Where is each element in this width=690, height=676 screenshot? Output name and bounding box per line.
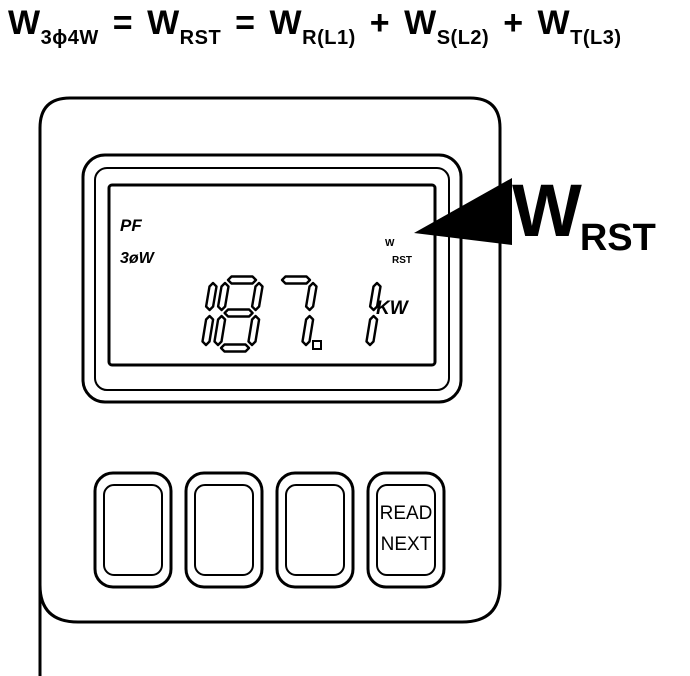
meter-body (38, 96, 502, 676)
decimal-point (312, 340, 322, 350)
display-bezel-outer (81, 153, 463, 404)
read-label: READ (379, 503, 433, 524)
unit-label: KW (376, 298, 408, 319)
mode-3phase-4wire-indicator: 3øW (120, 250, 154, 267)
digit-1-segment-c (201, 314, 215, 347)
seven-segment-reading (201, 275, 382, 353)
w-indicator-main: W (385, 238, 395, 249)
equals-sign-2: = (235, 4, 256, 42)
digit-2-segment-d (219, 343, 251, 353)
w-indicator-sub: RST (392, 255, 412, 266)
next-label: NEXT (380, 534, 432, 555)
digit-3-segment-c (301, 314, 315, 347)
pf-indicator: PF (120, 216, 142, 235)
callout-arrow (414, 178, 512, 245)
digit-2-segment-b (250, 281, 264, 312)
formula-term-s: WS(L2) (404, 4, 490, 49)
display-bezel-inner (94, 167, 450, 391)
digit-2-segment-a (226, 275, 258, 285)
digit-2-segment-g (223, 308, 254, 318)
blank-button-2[interactable] (184, 471, 264, 589)
formula-mid: WRST (147, 4, 222, 49)
digit-1-segment-b (204, 281, 218, 312)
lcd-window (107, 183, 437, 367)
formula-lhs: W3ϕ4W (8, 4, 99, 49)
digit-2-segment-e (213, 314, 227, 347)
digit-3-segment-b (304, 281, 318, 312)
digit-2-segment-c (247, 314, 261, 347)
callout-label: WRST (512, 169, 656, 259)
plus-sign-1: + (369, 4, 391, 42)
plus-sign-2: + (503, 4, 524, 42)
equals-sign-1: = (112, 4, 134, 42)
blank-button-3[interactable] (275, 471, 355, 589)
formula-term-r: WR(L1) (269, 4, 356, 49)
formula-term-t: WT(L3) (537, 4, 622, 49)
formula-equation: W3ϕ4W = WRST = WR(L1) + WS(L2) + WT(L3) (8, 4, 622, 49)
digit-4-segment-b (368, 281, 382, 312)
digit-4-segment-c (365, 314, 379, 347)
digit-3-segment-a (280, 275, 312, 285)
blank-button-1[interactable] (93, 471, 173, 589)
button-row (93, 471, 446, 589)
read-next-button[interactable] (366, 471, 446, 589)
digit-2-segment-f (216, 281, 230, 312)
